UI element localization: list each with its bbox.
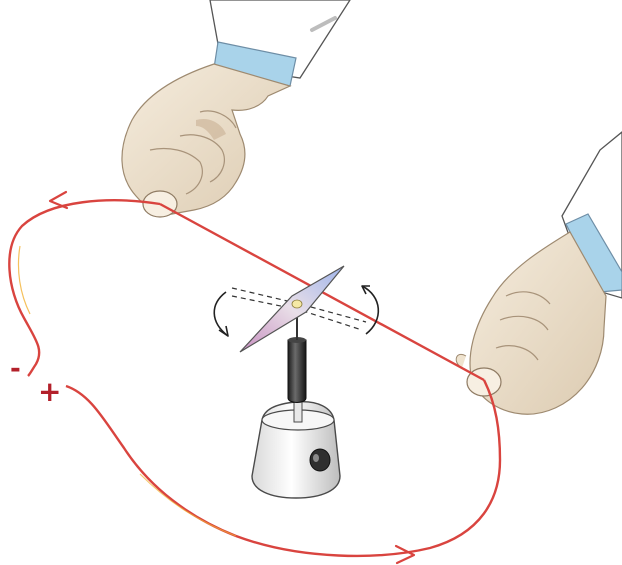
right-hand — [456, 132, 622, 414]
negative-terminal-label: - — [10, 356, 21, 382]
wire-left-loop — [9, 200, 160, 376]
curved-rotation-arrow-icon — [362, 286, 378, 334]
wire-circuit — [9, 192, 500, 563]
stand-knob — [310, 449, 330, 471]
positive-terminal-label: + — [38, 378, 61, 406]
needle-shaft — [288, 340, 306, 403]
compass — [214, 266, 378, 498]
left-hand — [122, 0, 350, 217]
